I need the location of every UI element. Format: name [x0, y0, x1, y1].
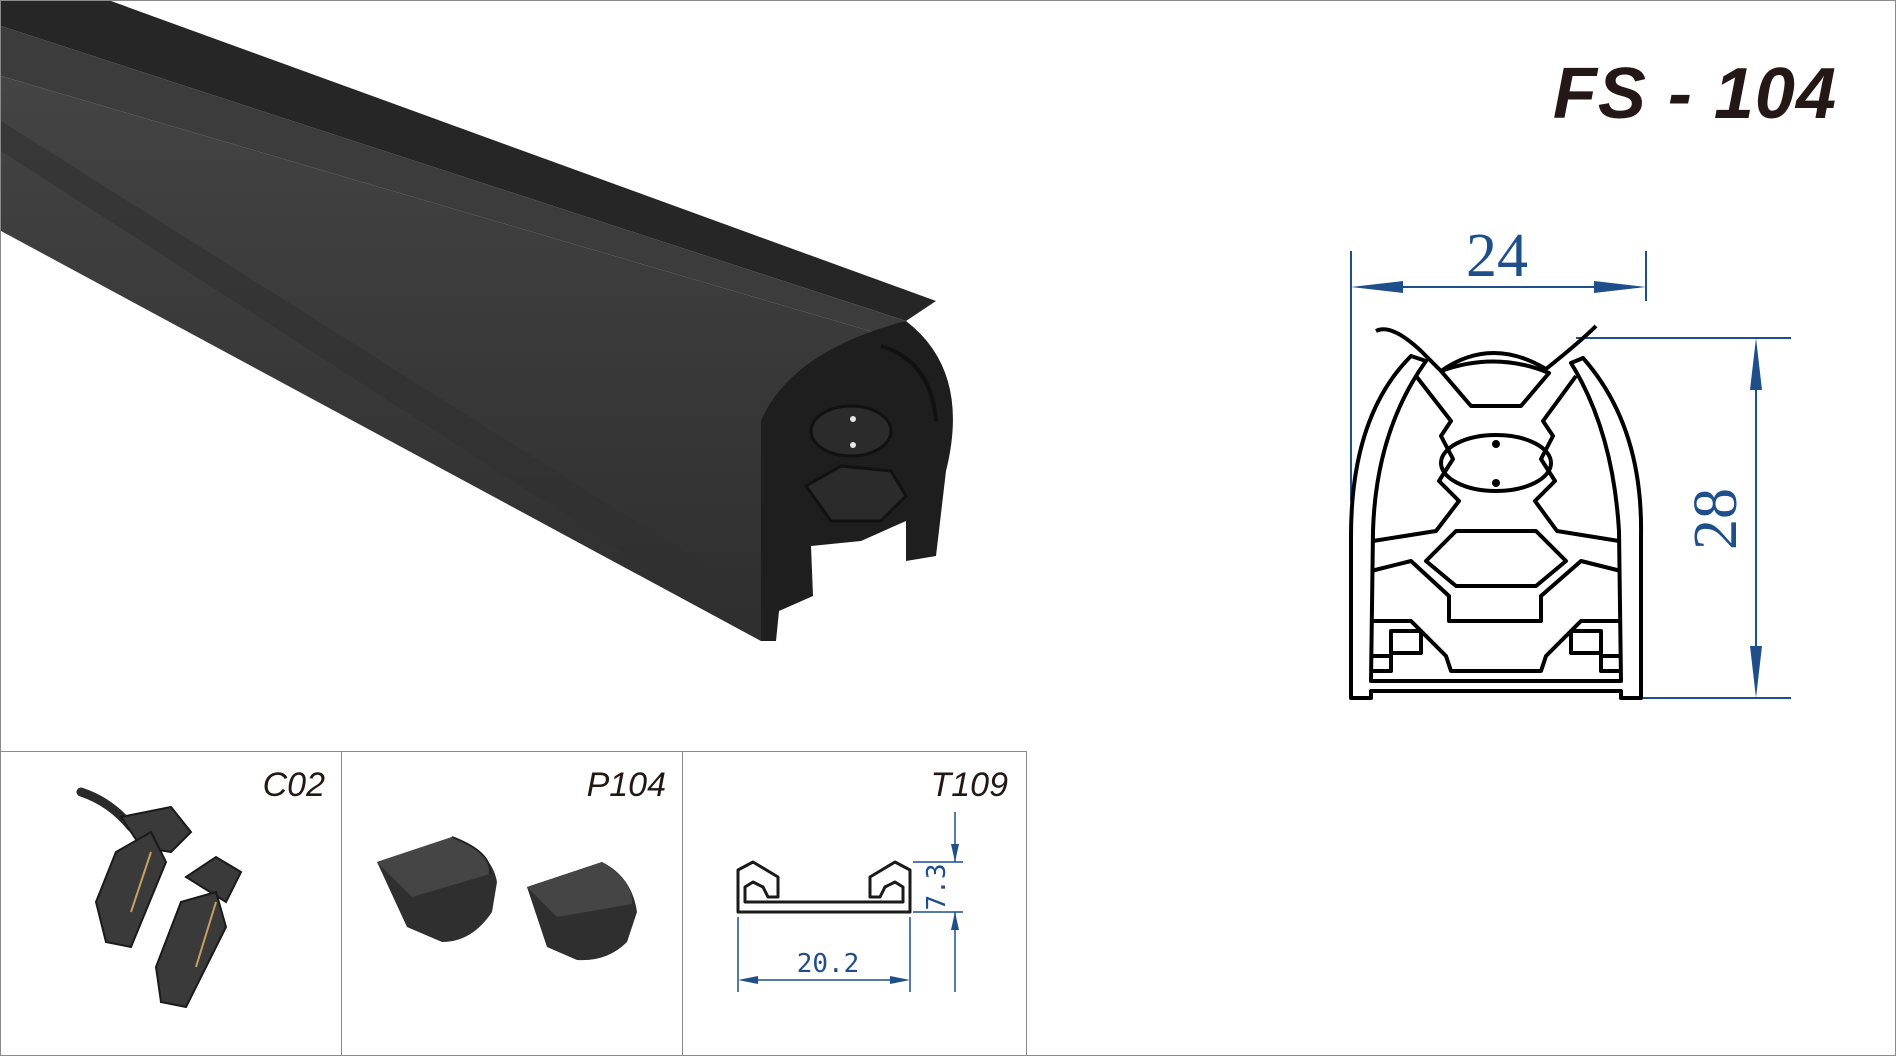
accessory-c02: C02: [1, 752, 342, 1055]
connector-clip-icon: [76, 787, 243, 1009]
track-width-dimension: 20.2: [797, 949, 860, 979]
mounting-track-icon: 20.2 7.3: [736, 812, 963, 992]
track-profile-outline: [736, 860, 912, 914]
accessory-p104: P104: [342, 752, 683, 1055]
product-code: FS - 104: [1552, 54, 1837, 134]
accessories-row: C02 P104: [1, 751, 1027, 1055]
end-cap-left: [377, 836, 497, 942]
accessory-label: P104: [586, 766, 666, 804]
height-dimension: 28: [1682, 488, 1750, 550]
end-cap-right: [527, 862, 637, 961]
end-cap-icon: [377, 836, 637, 961]
accessory-label: T109: [930, 766, 1009, 804]
profile-end-face: [761, 321, 953, 641]
accessory-label: C02: [262, 766, 325, 804]
track-height-dimension: 7.3: [922, 864, 952, 911]
accessory-t109: T109 20.2 7.3: [683, 752, 1024, 1055]
width-dimension: 24: [1466, 222, 1528, 290]
profile-cross-section-drawing: 24 28: [1349, 222, 1791, 700]
profile-outline: [1349, 324, 1644, 700]
profile-3d-render: [1, 1, 953, 641]
